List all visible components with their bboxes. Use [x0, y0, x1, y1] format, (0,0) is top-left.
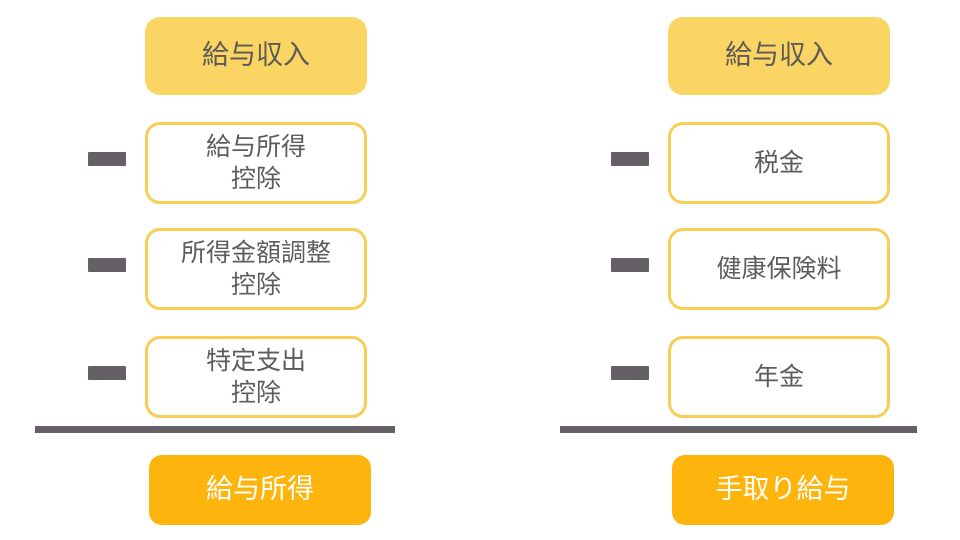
result-box-right: 手取り給与	[672, 455, 894, 525]
minus-sign-icon-right-1	[611, 152, 649, 166]
deduction-box-left-2-label: 所得金額調整 控除	[180, 238, 331, 299]
result-box-left: 給与所得	[149, 455, 371, 525]
income-box-right: 給与収入	[668, 17, 890, 95]
deduction-box-right-3: 年金	[668, 336, 890, 418]
deduction-box-right-1: 税金	[668, 122, 890, 204]
deduction-box-left-3-label: 特定支出 控除	[205, 346, 306, 407]
column-employment-income: 給与収入 給与所得 控除 所得金額調整 控除 特定支出 控除 給与所得	[12, 0, 432, 540]
minus-sign-icon-left-2	[88, 258, 126, 272]
income-box-right-label: 給与収入	[725, 39, 833, 71]
sum-rule-left	[35, 426, 395, 433]
deduction-box-left-1: 給与所得 控除	[145, 122, 367, 204]
column-takehome-pay: 給与収入 税金 健康保険料 年金 手取り給与	[535, 0, 955, 540]
minus-sign-icon-left-1	[88, 152, 126, 166]
minus-sign-icon-right-3	[611, 366, 649, 380]
result-box-left-label: 給与所得	[206, 473, 314, 505]
income-box-left-label: 給与収入	[202, 39, 310, 71]
deduction-box-left-3: 特定支出 控除	[145, 336, 367, 418]
minus-sign-icon-left-3	[88, 366, 126, 380]
deduction-box-right-2-label: 健康保険料	[716, 254, 842, 283]
deduction-box-left-2: 所得金額調整 控除	[145, 228, 367, 310]
deduction-box-right-2: 健康保険料	[668, 228, 890, 310]
income-box-left: 給与収入	[145, 17, 367, 95]
result-box-right-label: 手取り給与	[715, 473, 851, 505]
minus-sign-icon-right-2	[611, 258, 649, 272]
deduction-box-right-3-label: 年金	[753, 362, 804, 391]
deduction-box-left-1-label: 給与所得 控除	[205, 132, 306, 193]
deduction-box-right-1-label: 税金	[753, 148, 804, 177]
sum-rule-right	[560, 426, 917, 433]
